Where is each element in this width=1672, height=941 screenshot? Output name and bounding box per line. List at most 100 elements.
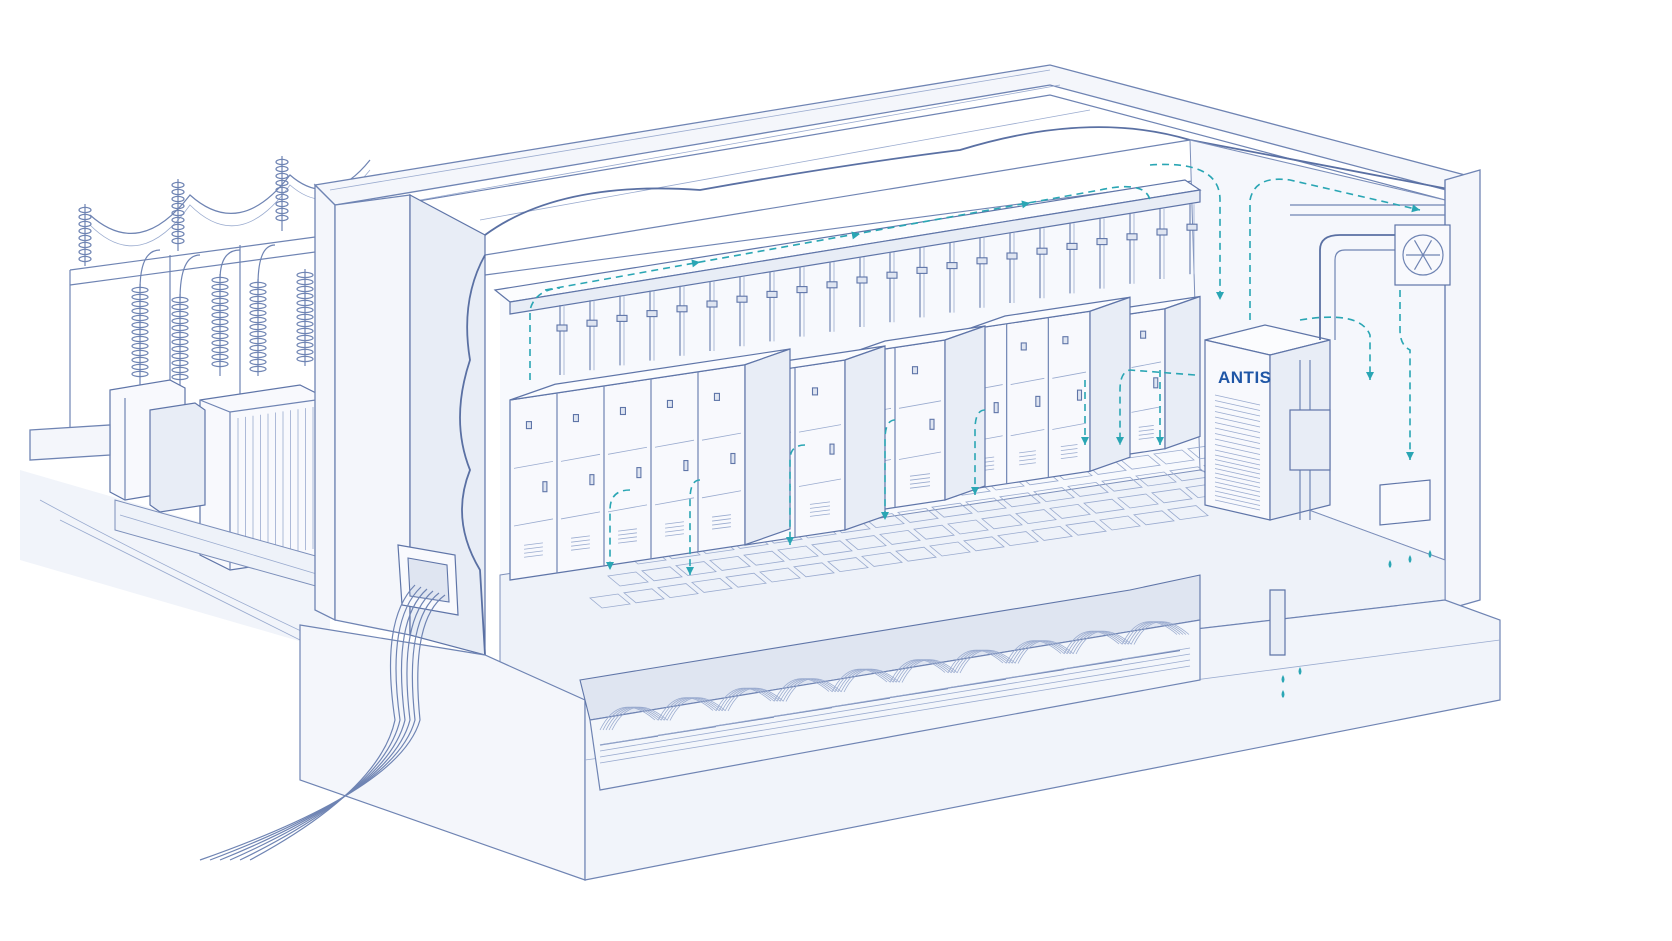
louver-slat — [1214, 438, 1261, 450]
vent-slit — [571, 543, 590, 547]
arrowhead-icon — [606, 562, 614, 570]
door-split — [701, 432, 742, 441]
airflow-arrow — [1216, 292, 1224, 300]
floor-grate — [1033, 487, 1075, 503]
floor-grate — [1153, 449, 1195, 465]
indicator-light — [1140, 330, 1147, 339]
fan-blade — [1422, 239, 1433, 256]
floor-grate — [947, 519, 989, 535]
tray-rail — [599, 653, 1191, 752]
vent-slit — [1138, 429, 1154, 432]
indicator-light — [619, 406, 627, 416]
riser-clamp — [916, 266, 928, 274]
arrowhead-icon — [1116, 437, 1124, 445]
door-split — [560, 453, 601, 462]
vent-slit — [909, 477, 931, 481]
floor-grate — [981, 514, 1023, 530]
floor-grate — [1049, 503, 1091, 519]
riser-clamp — [1006, 252, 1018, 260]
busbar-risers — [556, 204, 1198, 375]
water-drop-icon — [1388, 560, 1392, 568]
airflow-line — [689, 479, 701, 575]
riser-clamp — [616, 314, 628, 322]
louver-slat — [1214, 427, 1261, 439]
arrowhead-icon — [971, 487, 979, 495]
floor-grate — [1119, 454, 1161, 470]
floor-grate — [657, 583, 699, 599]
airflow-arrow — [1411, 204, 1420, 213]
door-split — [1010, 429, 1045, 437]
floor-grate — [999, 492, 1041, 508]
door-split — [607, 446, 648, 455]
door-split — [1010, 377, 1045, 385]
door-handle — [730, 452, 736, 465]
door-split — [798, 478, 842, 487]
airflow-arrow — [1116, 437, 1124, 445]
floor-grate — [777, 545, 819, 561]
vent-slit — [1138, 425, 1154, 428]
trench-cable — [608, 706, 665, 731]
door-split — [1052, 422, 1087, 430]
hvac-brand-label: ANTIS — [1218, 368, 1272, 387]
trench-cable — [837, 668, 894, 693]
vent-slit — [524, 542, 543, 546]
trench-cable — [715, 687, 772, 712]
louver-slat — [1214, 490, 1261, 502]
airflow-arrow — [1406, 452, 1414, 460]
trench-cable — [1063, 630, 1120, 655]
trench-cable — [782, 678, 839, 702]
louver-slat — [1214, 400, 1261, 411]
cable-trench — [579, 574, 1201, 791]
tray-rail — [599, 659, 1191, 758]
riser-clamp — [826, 281, 838, 289]
airflow-arrow — [691, 259, 700, 268]
cable-entry — [199, 544, 459, 861]
water-drop-icon — [1281, 690, 1285, 698]
airflow-arrow — [851, 231, 860, 240]
water-drop-icon — [1281, 675, 1285, 683]
trench-cable — [666, 697, 723, 721]
trench-cable — [663, 697, 720, 721]
vent-slit — [1060, 444, 1078, 448]
arrowhead-icon — [1081, 437, 1089, 445]
floor-grate — [913, 524, 955, 540]
trench-cable — [834, 668, 891, 693]
fan-blade — [1413, 254, 1424, 271]
feeder-cable — [229, 588, 428, 861]
riser-clamp — [676, 305, 688, 313]
vent-slit — [618, 528, 637, 532]
vent-slit — [712, 514, 731, 518]
vent-slit — [809, 509, 831, 513]
arrowhead-icon — [1366, 372, 1374, 380]
floor-grate — [897, 507, 939, 523]
vent-slit — [1019, 450, 1036, 454]
floor-grate — [965, 497, 1007, 513]
vent-slit — [712, 526, 731, 530]
airflow-line — [974, 409, 986, 495]
floor-grate — [793, 562, 835, 578]
floor-grate — [845, 535, 887, 551]
airflow-line — [1119, 369, 1196, 445]
riser-clamp — [796, 286, 808, 294]
louver-slat — [1214, 449, 1261, 461]
floor-grate — [675, 561, 717, 577]
floor-grate — [931, 502, 973, 518]
trench-cable — [831, 668, 888, 693]
trench-cable — [773, 678, 830, 702]
trench-cable — [657, 697, 714, 721]
airflow-arrow — [1156, 437, 1164, 445]
arrowhead-icon — [1406, 452, 1414, 460]
cabinet-side — [1164, 295, 1201, 450]
riser-clamp — [706, 300, 718, 308]
vent-slit — [712, 518, 731, 522]
vent-slit — [665, 529, 684, 533]
trench-cable — [779, 678, 836, 702]
arrowhead-icon — [1021, 200, 1030, 209]
feeder-cable — [209, 592, 440, 861]
floor-grate — [607, 571, 649, 587]
floor-grate — [861, 551, 903, 567]
trench-cable — [1008, 640, 1065, 664]
trench-cable — [1133, 621, 1190, 645]
floor-grate — [1067, 481, 1109, 497]
airflow-line — [884, 419, 896, 520]
